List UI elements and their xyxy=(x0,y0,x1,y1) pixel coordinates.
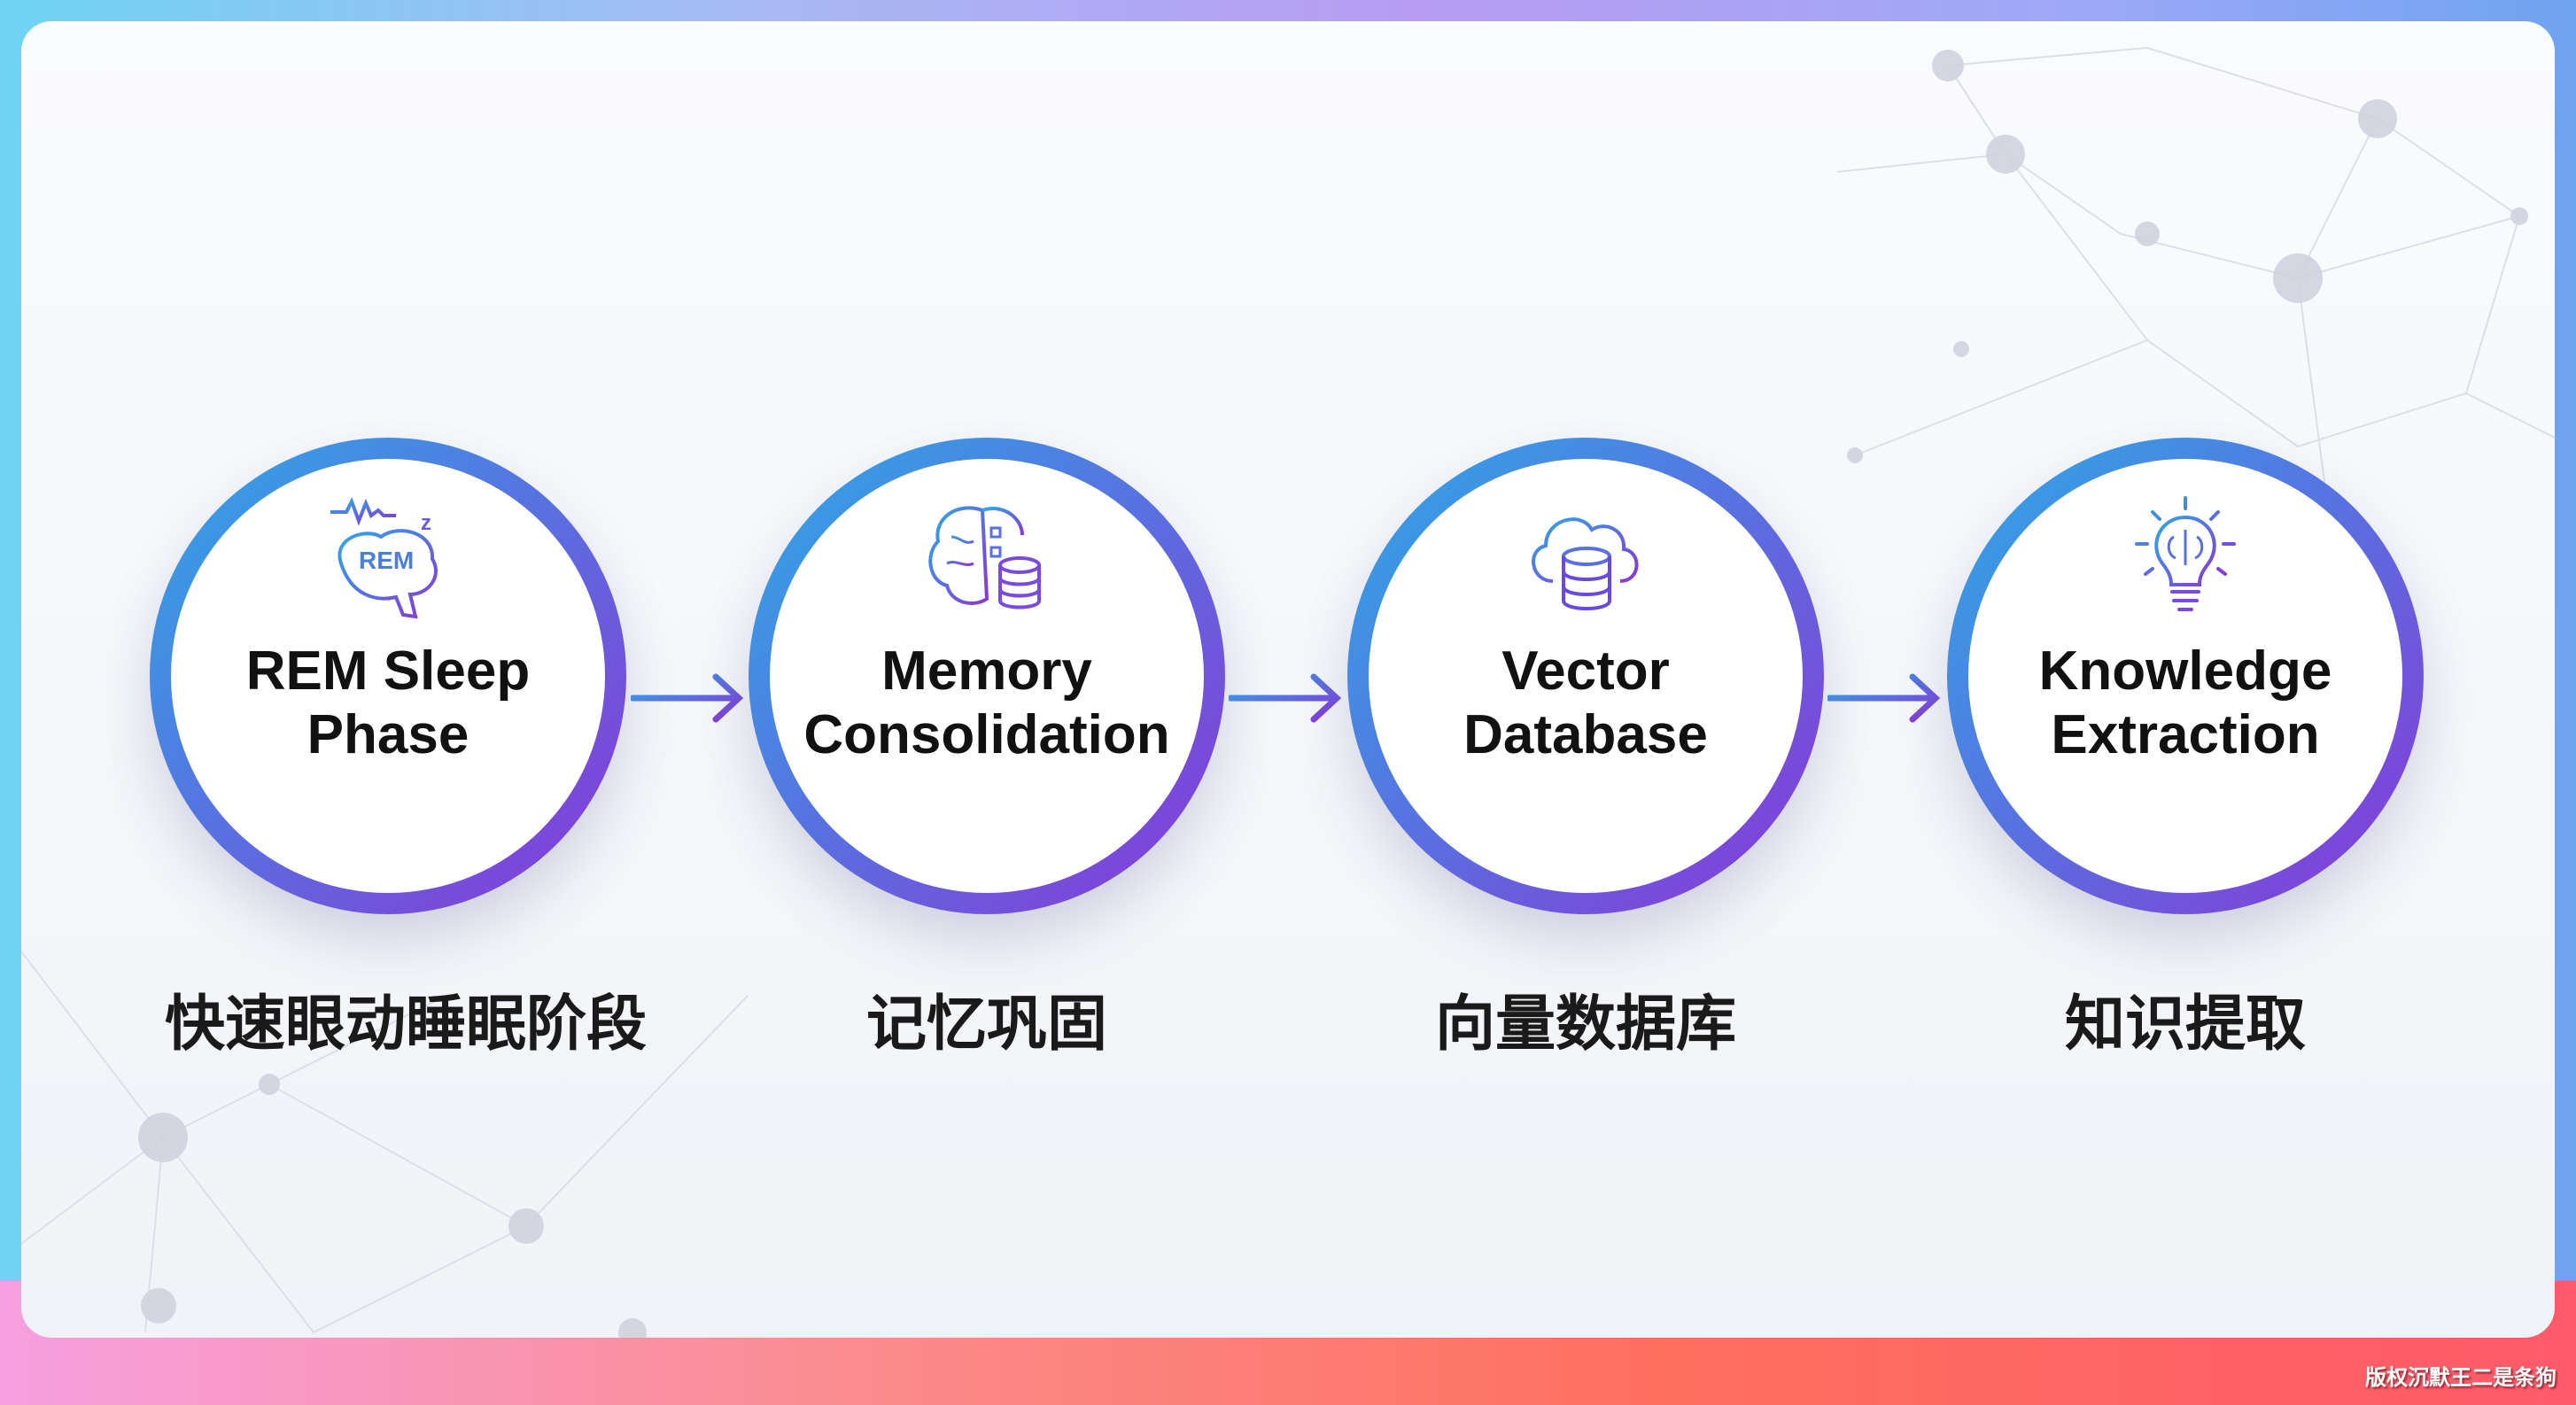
step-knowledge-extraction: Knowledge Extraction xyxy=(1947,438,2424,914)
arrow-right-icon xyxy=(631,673,744,723)
step-chinese-label: 记忆巩固 xyxy=(865,990,1107,1060)
brain-database-icon xyxy=(928,506,1041,609)
title-line-1: REM Sleep xyxy=(245,640,531,702)
step-title: REM Sleep Phase xyxy=(150,640,626,767)
step-title: Knowledge Extraction xyxy=(1947,640,2424,767)
title-line-2: Extraction xyxy=(2051,704,2320,765)
title-line-1: Knowledge xyxy=(2038,640,2332,702)
title-line-1: Memory xyxy=(881,640,1092,702)
title-line-2: Database xyxy=(1463,704,1708,765)
step-title: Vector Database xyxy=(1347,640,1824,767)
svg-text:z: z xyxy=(421,511,431,535)
step-chinese-label: 快速眼动睡眠阶段 xyxy=(164,990,647,1060)
watermark: 版权沉默王二是条狗 xyxy=(2365,1365,2557,1390)
arrow-right-icon xyxy=(1229,673,1342,723)
step-chinese-label: 知识提取 xyxy=(2064,990,2306,1060)
step-vector-database: Vector Database xyxy=(1347,438,1824,914)
cloud-database-icon xyxy=(1532,517,1639,610)
step-memory-consolidation: Memory Consolidation xyxy=(749,438,1225,914)
step-title: Memory Consolidation xyxy=(749,640,1225,767)
step-rem-sleep: z REM REM Sleep Phase xyxy=(150,438,626,914)
title-line-1: Vector xyxy=(1501,640,1670,702)
title-line-2: Phase xyxy=(306,704,469,765)
neural-network-background xyxy=(21,46,2555,1338)
rem-icon-label: REM xyxy=(359,547,414,574)
lightbulb-brain-icon xyxy=(2135,496,2236,611)
arrow-right-icon xyxy=(1827,673,1941,723)
rem-brain-icon: z REM xyxy=(330,496,438,619)
step-chinese-label: 向量数据库 xyxy=(1434,990,1736,1060)
title-line-2: Consolidation xyxy=(803,704,1170,765)
